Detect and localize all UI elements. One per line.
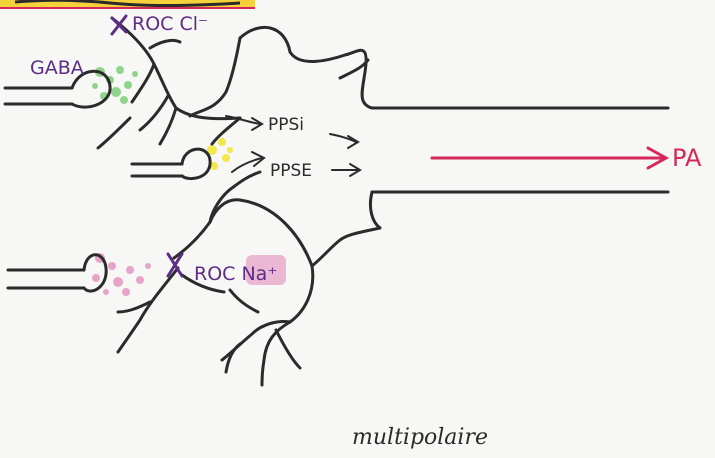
ppsi-propagation-arrow (330, 134, 358, 148)
ppse-label: PPSE (270, 161, 312, 181)
neuron-type-caption: multipolaire (352, 425, 488, 450)
roc-na-label: ROC Na⁺ (194, 263, 277, 285)
roc-cl-synapse-mark (112, 16, 126, 34)
action-potential-arrow (432, 148, 666, 168)
pa-label: PA (672, 144, 702, 172)
title-highlight (0, 0, 255, 9)
neuron-soma (190, 27, 668, 266)
ppse-arrow (232, 152, 264, 172)
ppse-propagation-arrow (332, 164, 360, 176)
pink-vesicles (92, 253, 151, 296)
roc-cl-label: ROC Cl⁻ (132, 13, 208, 35)
yellow-axon-terminal (132, 149, 210, 178)
pink-axon-terminal (8, 255, 106, 291)
ppsi-label: PPSi (268, 115, 304, 135)
gaba-label: GABA (30, 57, 84, 79)
